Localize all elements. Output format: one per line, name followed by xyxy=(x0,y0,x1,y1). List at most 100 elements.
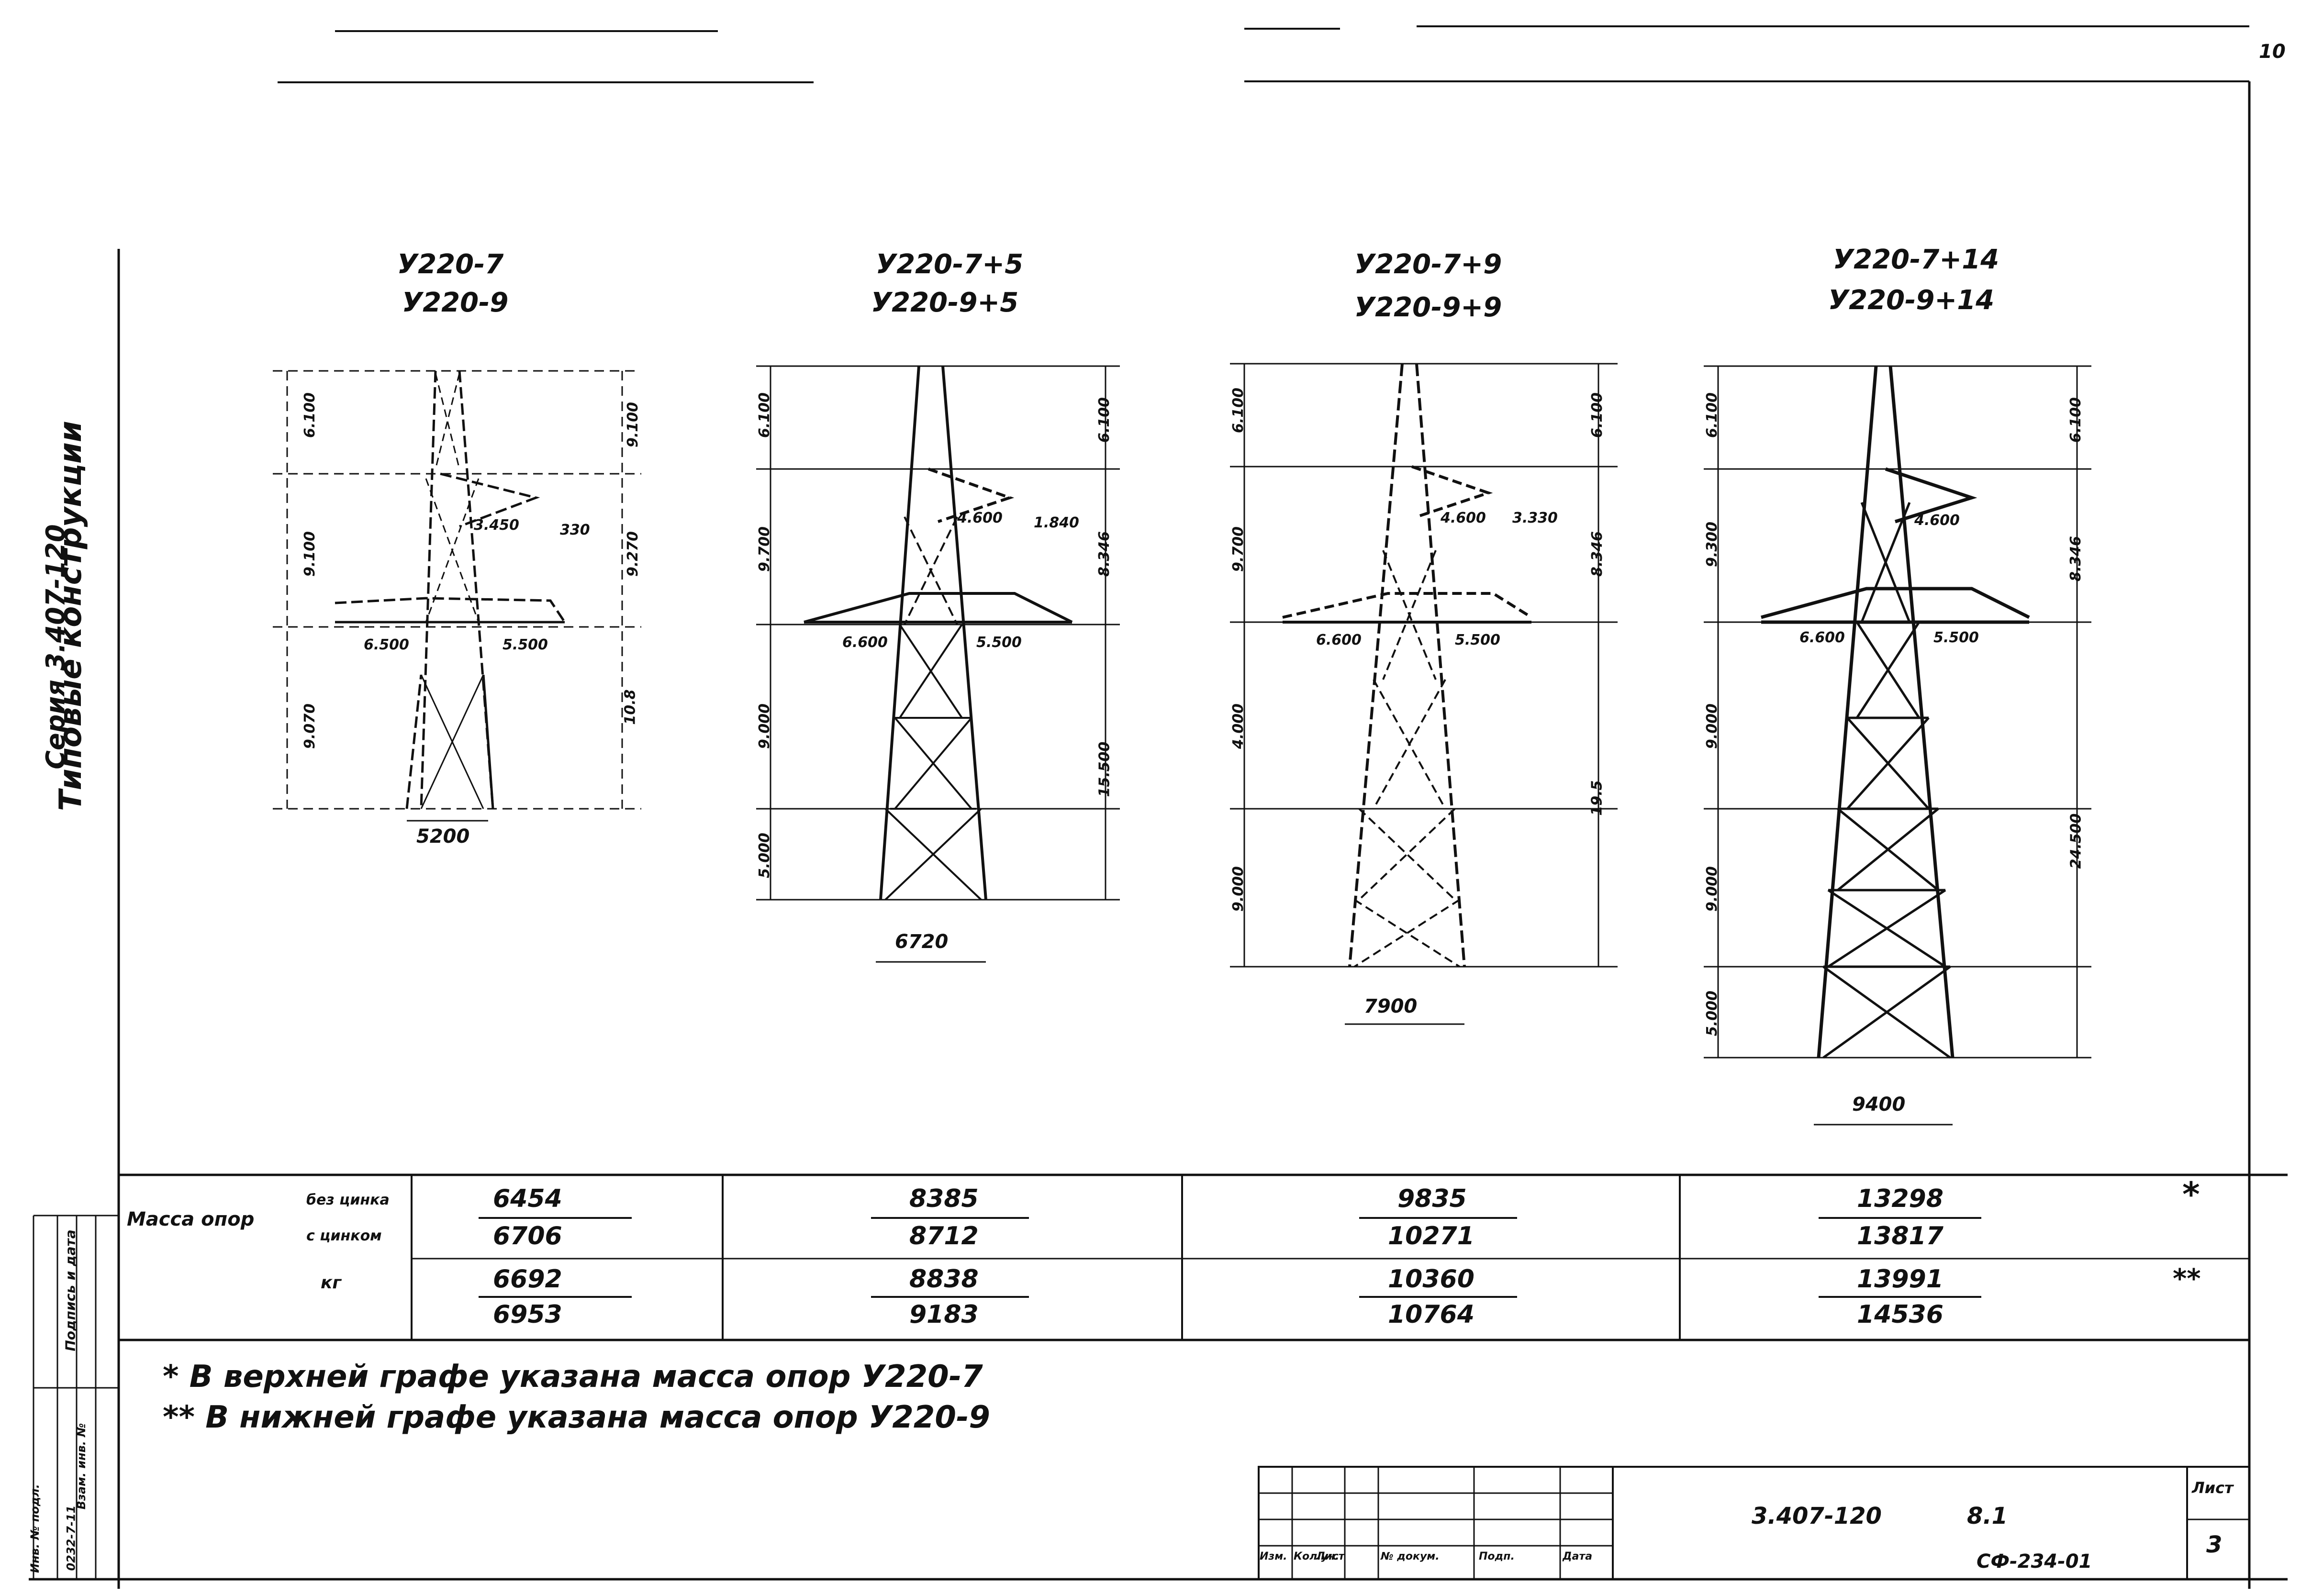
mass-c1-upper-top: 6454 xyxy=(493,1184,562,1213)
t1-dim-right-low: 10.8 xyxy=(622,689,639,725)
t3-dim-arm-upper2: 3.330 xyxy=(1512,510,1558,526)
mass-c2-lower-top: 8838 xyxy=(909,1265,979,1294)
note-2: ** В нижней графе указана масса опор У22… xyxy=(163,1400,990,1435)
t3-dim-right-mid: 8.346 xyxy=(1588,531,1606,577)
stamp-col-podp: Подп. xyxy=(1479,1551,1515,1563)
t3-dim-low: 4.000 xyxy=(1229,703,1247,749)
mass-c3-upper-bottom: 10271 xyxy=(1388,1222,1474,1250)
mass-c3-lower-bottom: 10764 xyxy=(1388,1300,1474,1329)
mass-c1-upper-bottom: 6706 xyxy=(493,1222,562,1250)
t2-dim-arm-upper: 4.600 xyxy=(957,510,1003,526)
t2-dim-mid: 9.700 xyxy=(756,526,773,572)
tower-2-base-width: 6720 xyxy=(895,931,949,953)
t2-dim-right-low: 15.500 xyxy=(1096,741,1113,797)
tower-2-drawing xyxy=(756,365,1120,963)
t4-dim-low: 9.000 xyxy=(1703,703,1720,749)
t3-dim-right-top: 6.100 xyxy=(1588,392,1606,438)
t4-dim-low3: 5.000 xyxy=(1703,991,1720,1036)
stamp-code: 3.407-120 xyxy=(1752,1503,1882,1529)
t3-dim-arm-left: 6.600 xyxy=(1316,632,1362,648)
t3-dim-low2: 9.000 xyxy=(1229,866,1247,912)
mass-c1-lower-bottom: 6953 xyxy=(493,1300,562,1329)
t4-dim-low2: 9.000 xyxy=(1703,866,1720,912)
tower-4-title-top: У220-7+14 xyxy=(1833,244,1999,275)
mass-sub-label1: без цинка xyxy=(306,1192,390,1208)
t2-dim-arm-right: 5.500 xyxy=(976,634,1022,651)
t2-dim-top: 6.100 xyxy=(756,392,773,438)
star-upper-mark: * xyxy=(2182,1175,2200,1214)
mass-c2-lower-bottom: 9183 xyxy=(909,1300,979,1329)
t3-dim-mid: 9.700 xyxy=(1229,526,1247,572)
t1-dim-mid: 9.100 xyxy=(301,531,318,577)
left-margin-label1: Подпись и дата xyxy=(62,1229,78,1351)
mass-row-label: Масса опор xyxy=(127,1208,255,1230)
t3-dim-arm-upper: 4.600 xyxy=(1441,510,1486,526)
tower-4-title-bottom: У220-9+14 xyxy=(1828,285,1995,316)
t4-dim-right-low: 24.500 xyxy=(2067,813,2085,869)
tower-4-base-width: 9400 xyxy=(1852,1094,1906,1116)
t1-dim-right-mid: 9.270 xyxy=(624,531,641,577)
mass-c2-upper-bottom: 8712 xyxy=(909,1222,979,1250)
stamp-col-date: Дата xyxy=(1563,1551,1593,1563)
t2-dim-arm-upper2: 1.840 xyxy=(1034,514,1079,531)
t1-dim-arm-upper: 3.450 xyxy=(474,517,519,534)
t2-dim-arm-left: 6.600 xyxy=(842,634,888,651)
tower-2-title-bottom: У220-9+5 xyxy=(871,287,1019,318)
mass-sub-label2: с цинком xyxy=(306,1228,382,1244)
tower-4-drawing xyxy=(1704,365,2091,1126)
t4-dim-arm-left: 6.600 xyxy=(1799,629,1845,646)
t2-dim-right-mid: 8.346 xyxy=(1095,531,1113,577)
mass-c4-lower-bottom: 14536 xyxy=(1857,1300,1944,1329)
stamp-col-izm: Изм. xyxy=(1260,1551,1287,1563)
tower-2-title-top: У220-7+5 xyxy=(876,249,1024,280)
mass-c3-upper-top: 9835 xyxy=(1397,1184,1467,1213)
tower-3-title-bottom: У220-9+9 xyxy=(1354,292,1502,323)
t4-dim-right-top: 6.100 xyxy=(2067,397,2084,443)
stamp-col-kol: Кол.уч. xyxy=(1294,1551,1340,1563)
note-1-text: В верхней графе указана масса опор У220-… xyxy=(189,1359,983,1395)
t4-dim-mid: 9.300 xyxy=(1703,522,1720,567)
left-margin-label3: Инв. № подл. xyxy=(28,1484,42,1573)
t1-dim-arm-upper2: 330 xyxy=(560,522,590,538)
tower-1-drawing xyxy=(273,370,641,822)
tower-1-base-width: 5200 xyxy=(416,826,470,848)
t3-dim-arm-right: 5.500 xyxy=(1455,632,1500,648)
stamp-col-list: Лист xyxy=(1316,1551,1345,1563)
t4-dim-arm-upper: 4.600 xyxy=(1914,512,1960,529)
note-1: * В верхней графе указана масса опор У22… xyxy=(163,1359,983,1395)
note-2-text: В нижней графе указана масса опор У220-9 xyxy=(205,1400,990,1435)
note-1-mark: * xyxy=(163,1359,179,1395)
tower-1-title-bottom: У220-9 xyxy=(402,287,509,318)
left-margin-inv-no: 0232-7-11 xyxy=(64,1505,78,1571)
mass-unit: кг xyxy=(321,1273,342,1293)
tower-3-title-top: У220-7+9 xyxy=(1354,249,1502,280)
note-2-mark: ** xyxy=(163,1400,195,1435)
page-number: 10 xyxy=(2259,41,2286,63)
t1-dim-top: 6.100 xyxy=(301,392,318,438)
mass-c4-upper-top: 13298 xyxy=(1857,1184,1944,1213)
t4-dim-top: 6.100 xyxy=(1703,392,1720,438)
mass-c3-lower-top: 10360 xyxy=(1388,1265,1474,1294)
mass-c4-lower-top: 13991 xyxy=(1857,1265,1944,1294)
t2-dim-low2: 5.000 xyxy=(756,833,773,878)
mass-c4-upper-bottom: 13817 xyxy=(1857,1222,1944,1250)
t2-dim-low: 9.000 xyxy=(756,703,773,749)
t4-dim-arm-right: 5.500 xyxy=(1933,629,1979,646)
stamp-col-doc: № докум. xyxy=(1381,1551,1440,1563)
t1-dim-low: 9.070 xyxy=(301,703,318,749)
tower-3-base-width: 7900 xyxy=(1364,995,1418,1017)
tower-1-title-top: У220-7 xyxy=(397,249,504,280)
t1-dim-arm-left: 6.500 xyxy=(364,636,409,653)
t4-dim-right-mid: 8.346 xyxy=(2067,536,2084,581)
stamp-sheet-number: 3 xyxy=(2206,1531,2223,1558)
t1-dim-right-top: 9.100 xyxy=(624,402,641,447)
stamp-part: 8.1 xyxy=(1967,1503,2008,1529)
t1-dim-arm-right: 5.500 xyxy=(503,636,548,653)
t3-dim-top: 6.100 xyxy=(1229,388,1247,433)
left-margin-label2: Взам. инв. № xyxy=(75,1423,89,1510)
mass-c1-lower-top: 6692 xyxy=(493,1265,562,1294)
side-title-line2: Серия 3.407-120 xyxy=(40,524,71,770)
t2-dim-right-top: 6.100 xyxy=(1095,397,1113,443)
tower-3-drawing xyxy=(1230,363,1618,1025)
